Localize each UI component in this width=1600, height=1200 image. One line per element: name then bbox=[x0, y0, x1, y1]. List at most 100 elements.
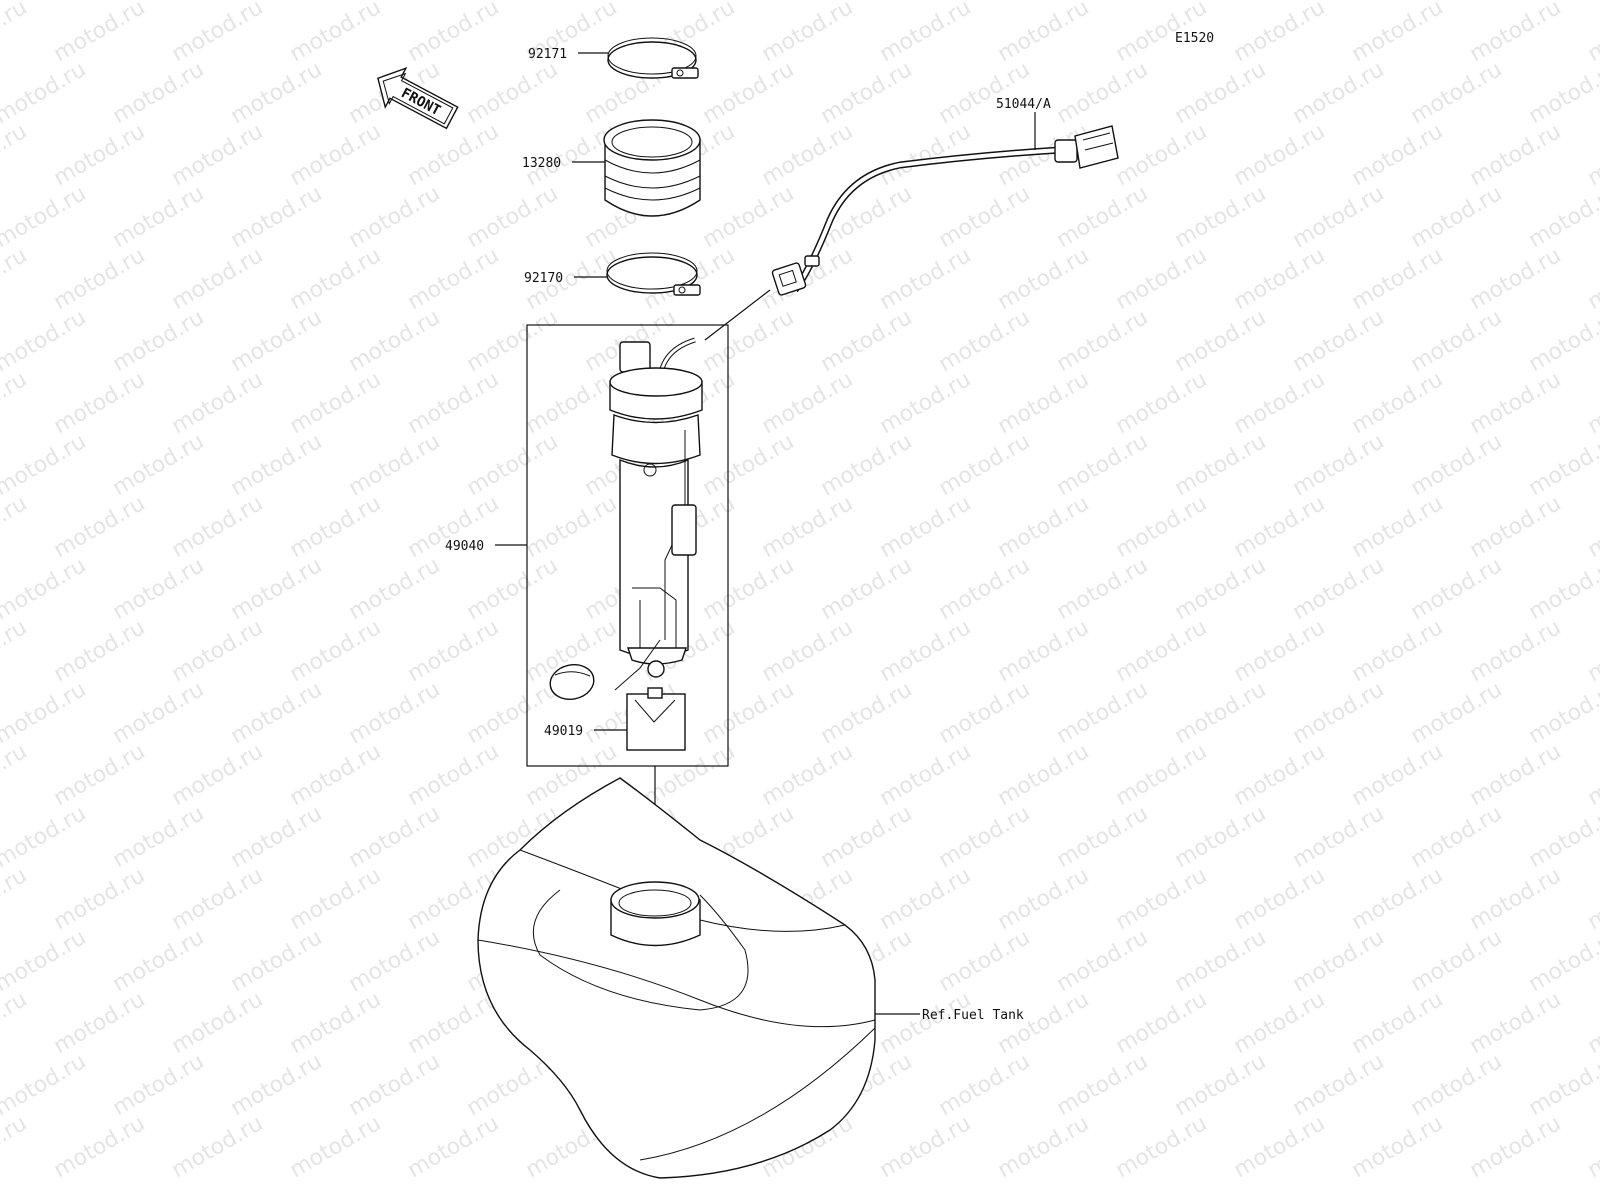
watermark-text: motod.ru bbox=[994, 739, 1094, 811]
clamp-bottom bbox=[606, 252, 701, 296]
watermark-text: motod.ru bbox=[758, 0, 858, 67]
watermark-text: motod.ru bbox=[699, 677, 799, 749]
watermark-text: motod.ru bbox=[0, 987, 31, 1059]
watermark-text: motod.ru bbox=[876, 863, 976, 935]
watermark-text: motod.ru bbox=[0, 553, 90, 625]
watermark-text: motod.ru bbox=[817, 553, 917, 625]
watermark-text: motod.ru bbox=[1584, 119, 1600, 191]
watermark-text: motod.ru bbox=[463, 181, 563, 253]
watermark-text: motod.ru bbox=[227, 305, 327, 377]
watermark-text: motod.ru bbox=[109, 677, 209, 749]
watermark-text: motod.ru bbox=[1053, 925, 1153, 997]
watermark-text: motod.ru bbox=[404, 739, 504, 811]
watermark-text: motod.ru bbox=[1584, 987, 1600, 1059]
watermark-text: motod.ru bbox=[1171, 553, 1271, 625]
watermark-text: motod.ru bbox=[699, 305, 799, 377]
watermark-text: motod.ru bbox=[463, 429, 563, 501]
watermark-text: motod.ru bbox=[168, 243, 268, 315]
watermark-text: motod.ru bbox=[1348, 0, 1448, 67]
watermark-text: motod.ru bbox=[876, 987, 976, 1059]
watermark-text: motod.ru bbox=[1525, 925, 1600, 997]
watermark-text: motod.ru bbox=[463, 305, 563, 377]
watermark-text: motod.ru bbox=[227, 801, 327, 873]
watermark-text: motod.ru bbox=[1407, 925, 1507, 997]
watermark-text: motod.ru bbox=[1466, 243, 1566, 315]
watermark-text: motod.ru bbox=[1407, 1049, 1507, 1121]
watermark-text: motod.ru bbox=[1584, 739, 1600, 811]
watermark-text: motod.ru bbox=[227, 429, 327, 501]
watermark-text: motod.ru bbox=[1407, 429, 1507, 501]
callout-92171: 92171 bbox=[528, 47, 567, 62]
watermark-text: motod.ru bbox=[109, 801, 209, 873]
watermark-text: motod.ru bbox=[935, 429, 1035, 501]
watermark-text: motod.ru bbox=[817, 57, 917, 129]
watermark-text: motod.ru bbox=[876, 491, 976, 563]
watermark-text: motod.ru bbox=[0, 243, 31, 315]
watermark-text: motod.ru bbox=[699, 181, 799, 253]
watermark-text: motod.ru bbox=[1230, 367, 1330, 439]
watermark-text: motod.ru bbox=[0, 1049, 90, 1121]
diagram-code: E1520 bbox=[1175, 31, 1214, 46]
watermark-text: motod.ru bbox=[168, 615, 268, 687]
watermark-text: motod.ru bbox=[935, 677, 1035, 749]
watermark-text: motod.ru bbox=[1171, 429, 1271, 501]
watermark-text: motod.ru bbox=[1584, 0, 1600, 67]
watermark-text: motod.ru bbox=[1348, 243, 1448, 315]
watermark-text: motod.ru bbox=[1112, 119, 1212, 191]
watermark-text: motod.ru bbox=[345, 553, 445, 625]
watermark-text: motod.ru bbox=[1407, 553, 1507, 625]
watermark-text: motod.ru bbox=[50, 243, 150, 315]
watermark-text: motod.ru bbox=[1407, 181, 1507, 253]
watermark-text: motod.ru bbox=[817, 801, 917, 873]
watermark-text: motod.ru bbox=[227, 677, 327, 749]
watermark-text: motod.ru bbox=[404, 119, 504, 191]
watermark-text: motod.ru bbox=[1407, 677, 1507, 749]
watermark-text: motod.ru bbox=[168, 739, 268, 811]
callout-13280: 13280 bbox=[522, 156, 561, 171]
callout-fuel-tank: Ref.Fuel Tank bbox=[922, 1008, 1024, 1023]
watermark-text: motod.ru bbox=[1348, 1111, 1448, 1183]
watermark-text: motod.ru bbox=[50, 863, 150, 935]
fuel-pump bbox=[609, 337, 703, 691]
watermark-text: motod.ru bbox=[1171, 925, 1271, 997]
watermark-text: motod.ru bbox=[1525, 1049, 1600, 1121]
watermark-text: motod.ru bbox=[1466, 987, 1566, 1059]
watermark-text: motod.ru bbox=[50, 0, 150, 67]
watermark-text: motod.ru bbox=[109, 429, 209, 501]
watermark-text: motod.ru bbox=[1053, 801, 1153, 873]
watermark-text: motod.ru bbox=[0, 429, 90, 501]
wiring-harness bbox=[771, 125, 1119, 296]
watermark-text: motod.ru bbox=[1466, 1111, 1566, 1183]
watermark-text: motod.ru bbox=[1348, 863, 1448, 935]
watermark-text: motod.ru bbox=[286, 367, 386, 439]
watermark-text: motod.ru bbox=[1584, 863, 1600, 935]
watermark-text: motod.ru bbox=[168, 0, 268, 67]
watermark-text: motod.ru bbox=[1112, 987, 1212, 1059]
watermark-text: motod.ru bbox=[1230, 615, 1330, 687]
watermark-text: motod.ru bbox=[227, 925, 327, 997]
clamp-top bbox=[607, 37, 699, 79]
watermark-text: motod.ru bbox=[168, 367, 268, 439]
watermark-text: motod.ru bbox=[935, 925, 1035, 997]
watermark-text: motod.ru bbox=[935, 1049, 1035, 1121]
watermark-text: motod.ru bbox=[1230, 119, 1330, 191]
watermark-text: motod.ru bbox=[1584, 1111, 1600, 1183]
watermark-text: motod.ru bbox=[109, 553, 209, 625]
watermark-text: motod.ru bbox=[0, 925, 90, 997]
watermark-text: motod.ru bbox=[1584, 615, 1600, 687]
fuel-level-float bbox=[549, 664, 595, 700]
watermark-text: motod.ru bbox=[1584, 491, 1600, 563]
watermark-text: motod.ru bbox=[0, 367, 31, 439]
watermark-text: motod.ru bbox=[1171, 1049, 1271, 1121]
watermark-text: motod.ru bbox=[1348, 615, 1448, 687]
fuel-filter bbox=[626, 687, 686, 751]
watermark-text: motod.ru bbox=[1053, 553, 1153, 625]
watermark-text: motod.ru bbox=[699, 429, 799, 501]
watermark-text: motod.ru bbox=[1466, 615, 1566, 687]
watermark-text: motod.ru bbox=[0, 615, 31, 687]
watermark-text: motod.ru bbox=[286, 987, 386, 1059]
seal bbox=[603, 119, 701, 217]
watermark-text: motod.ru bbox=[1230, 243, 1330, 315]
watermark-text: motod.ru bbox=[404, 243, 504, 315]
